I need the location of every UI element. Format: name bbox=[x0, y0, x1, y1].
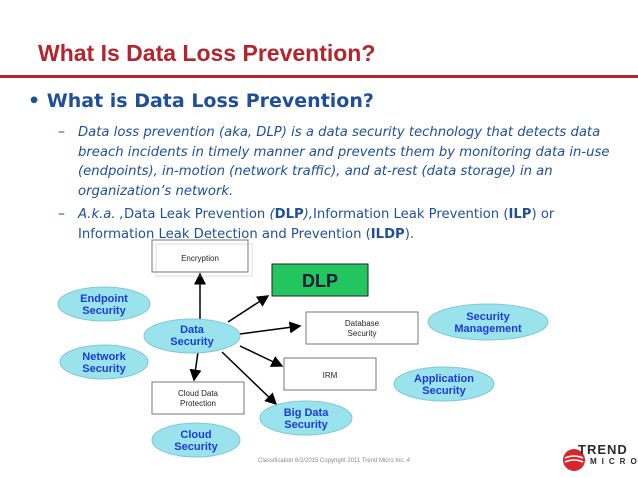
arrow-to-irm bbox=[239, 345, 284, 367]
encryption-box: Encryption bbox=[151, 239, 253, 277]
aka-paren-close: ), bbox=[303, 207, 313, 222]
security-mgmt-label-1: Security bbox=[466, 311, 510, 323]
database-label-2: Security bbox=[348, 329, 377, 338]
cloud-label-1: Cloud bbox=[180, 429, 211, 441]
bullet-dot: • bbox=[28, 90, 47, 112]
logo-word: TREND bbox=[578, 442, 628, 457]
cloud-security-node: Cloud Security bbox=[151, 422, 241, 458]
sub-bullet-dash-1: – bbox=[58, 124, 65, 140]
security-management-node: Security Management bbox=[427, 303, 549, 341]
encryption-label: Encryption bbox=[181, 254, 219, 263]
trend-micro-ball-icon bbox=[563, 449, 585, 471]
data-security-node: Data Security bbox=[143, 318, 241, 354]
aka-part-c: ) or Information Leak Detection and Prev… bbox=[78, 207, 555, 242]
sub-bullet-1: Data loss prevention (aka, DLP) is a dat… bbox=[78, 125, 610, 199]
data-label-2: Security bbox=[170, 336, 214, 348]
bigdata-label-2: Security bbox=[284, 419, 328, 431]
database-security-box: Database Security bbox=[305, 311, 419, 345]
sub-bullet-2: A.k.a. ,Data Leak Prevention (DLP),Infor… bbox=[78, 205, 623, 244]
aka-part-a: Data Leak Prevention bbox=[123, 207, 270, 222]
application-label-2: Security bbox=[422, 385, 466, 397]
dlp-diagram: Encryption DLP Endpoint Security Data Se… bbox=[57, 239, 549, 458]
bullet-heading-text: What is Data Loss Prevention? bbox=[46, 90, 374, 112]
bullet-heading: • What is Data Loss Prevention? bbox=[28, 90, 374, 112]
arrow-to-clouddata bbox=[189, 351, 202, 382]
network-security-node: Network Security bbox=[59, 344, 149, 380]
big-data-security-node: Big Data Security bbox=[259, 400, 353, 436]
network-label-1: Network bbox=[82, 351, 126, 363]
application-label-1: Application bbox=[414, 373, 474, 385]
endpoint-security-node: Endpoint Security bbox=[57, 286, 151, 322]
endpoint-label-1: Endpoint bbox=[80, 293, 128, 305]
cloud-label-2: Security bbox=[174, 441, 218, 453]
aka-ilp: ILP bbox=[508, 207, 532, 222]
cloud-data-protection-box: Cloud Data Protection bbox=[151, 381, 245, 415]
trend-micro-logo: TREND MICRO bbox=[562, 442, 637, 476]
aka-part-b: Information Leak Prevention ( bbox=[312, 207, 509, 222]
endpoint-label-2: Security bbox=[82, 305, 126, 317]
aka-dlp: DLP bbox=[274, 207, 304, 222]
irm-box: IRM bbox=[283, 357, 377, 391]
dlp-box: DLP bbox=[271, 263, 369, 297]
cloud-data-label-2: Protection bbox=[180, 399, 216, 408]
aka-ildp: ILDP bbox=[370, 226, 405, 242]
arrow-to-database bbox=[239, 321, 302, 335]
irm-label: IRM bbox=[323, 371, 338, 380]
data-label-1: Data bbox=[180, 324, 205, 336]
security-mgmt-label-2: Management bbox=[454, 323, 522, 335]
aka-prefix: A.k.a. , bbox=[78, 207, 124, 222]
bigdata-label-1: Big Data bbox=[284, 407, 330, 419]
slide-footer: Classification 6/2/2015 Copyright 2011 T… bbox=[258, 458, 410, 464]
sub-bullet-dash-2: – bbox=[58, 206, 65, 222]
logo-sub: MICRO bbox=[590, 457, 638, 466]
dlp-label: DLP bbox=[302, 271, 338, 291]
network-label-2: Security bbox=[82, 363, 126, 375]
arrow-to-dlp bbox=[227, 295, 270, 323]
aka-part-d: ). bbox=[404, 226, 415, 242]
cloud-data-label-1: Cloud Data bbox=[178, 389, 219, 398]
application-security-node: Application Security bbox=[393, 366, 495, 402]
arrow-to-bigdata bbox=[221, 351, 278, 406]
aka-paren-open: ( bbox=[269, 207, 275, 222]
slide-title: What Is Data Loss Prevention? bbox=[38, 40, 376, 66]
database-label-1: Database bbox=[345, 319, 380, 328]
title-divider bbox=[0, 75, 638, 78]
